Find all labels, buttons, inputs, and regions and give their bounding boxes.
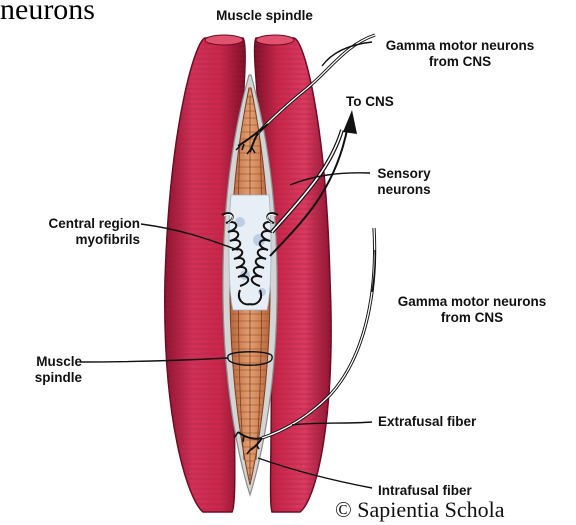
leader-gamma-top	[322, 42, 372, 66]
label-muscle-spindle: Muscle spindle	[16, 354, 82, 386]
label-gamma-bottom-line1: Gamma motor neurons	[382, 294, 562, 310]
label-gamma-top-line1: Gamma motor neurons	[370, 38, 550, 54]
diagram-title: Muscle spindle	[197, 8, 332, 24]
to-cns-arrowhead	[343, 110, 357, 134]
label-spindle-line1: Muscle	[16, 354, 82, 370]
label-gamma-bottom-line2: from CNS	[382, 310, 562, 326]
label-spindle-line2: spindle	[16, 370, 82, 386]
label-gamma-top-line2: from CNS	[370, 54, 550, 70]
label-to-cns: To CNS	[346, 94, 394, 110]
label-central-line2: myofibrils	[8, 232, 140, 248]
label-sensory-line1: Sensory	[372, 166, 436, 182]
label-central-line1: Central region	[8, 216, 140, 232]
label-gamma-motor-neurons-top: Gamma motor neurons from CNS	[370, 38, 550, 70]
label-extrafusal-fiber: Extrafusal fiber	[378, 414, 476, 430]
label-sensory-line2: neurons	[372, 182, 436, 198]
label-sensory-neurons: Sensory neurons	[372, 166, 436, 198]
watermark-text: © Sapientia Schola	[335, 497, 504, 523]
label-gamma-motor-neurons-bottom: Gamma motor neurons from CNS	[382, 294, 562, 326]
label-central-region-myofibrils: Central region myofibrils	[8, 216, 140, 248]
central-region	[229, 195, 271, 310]
